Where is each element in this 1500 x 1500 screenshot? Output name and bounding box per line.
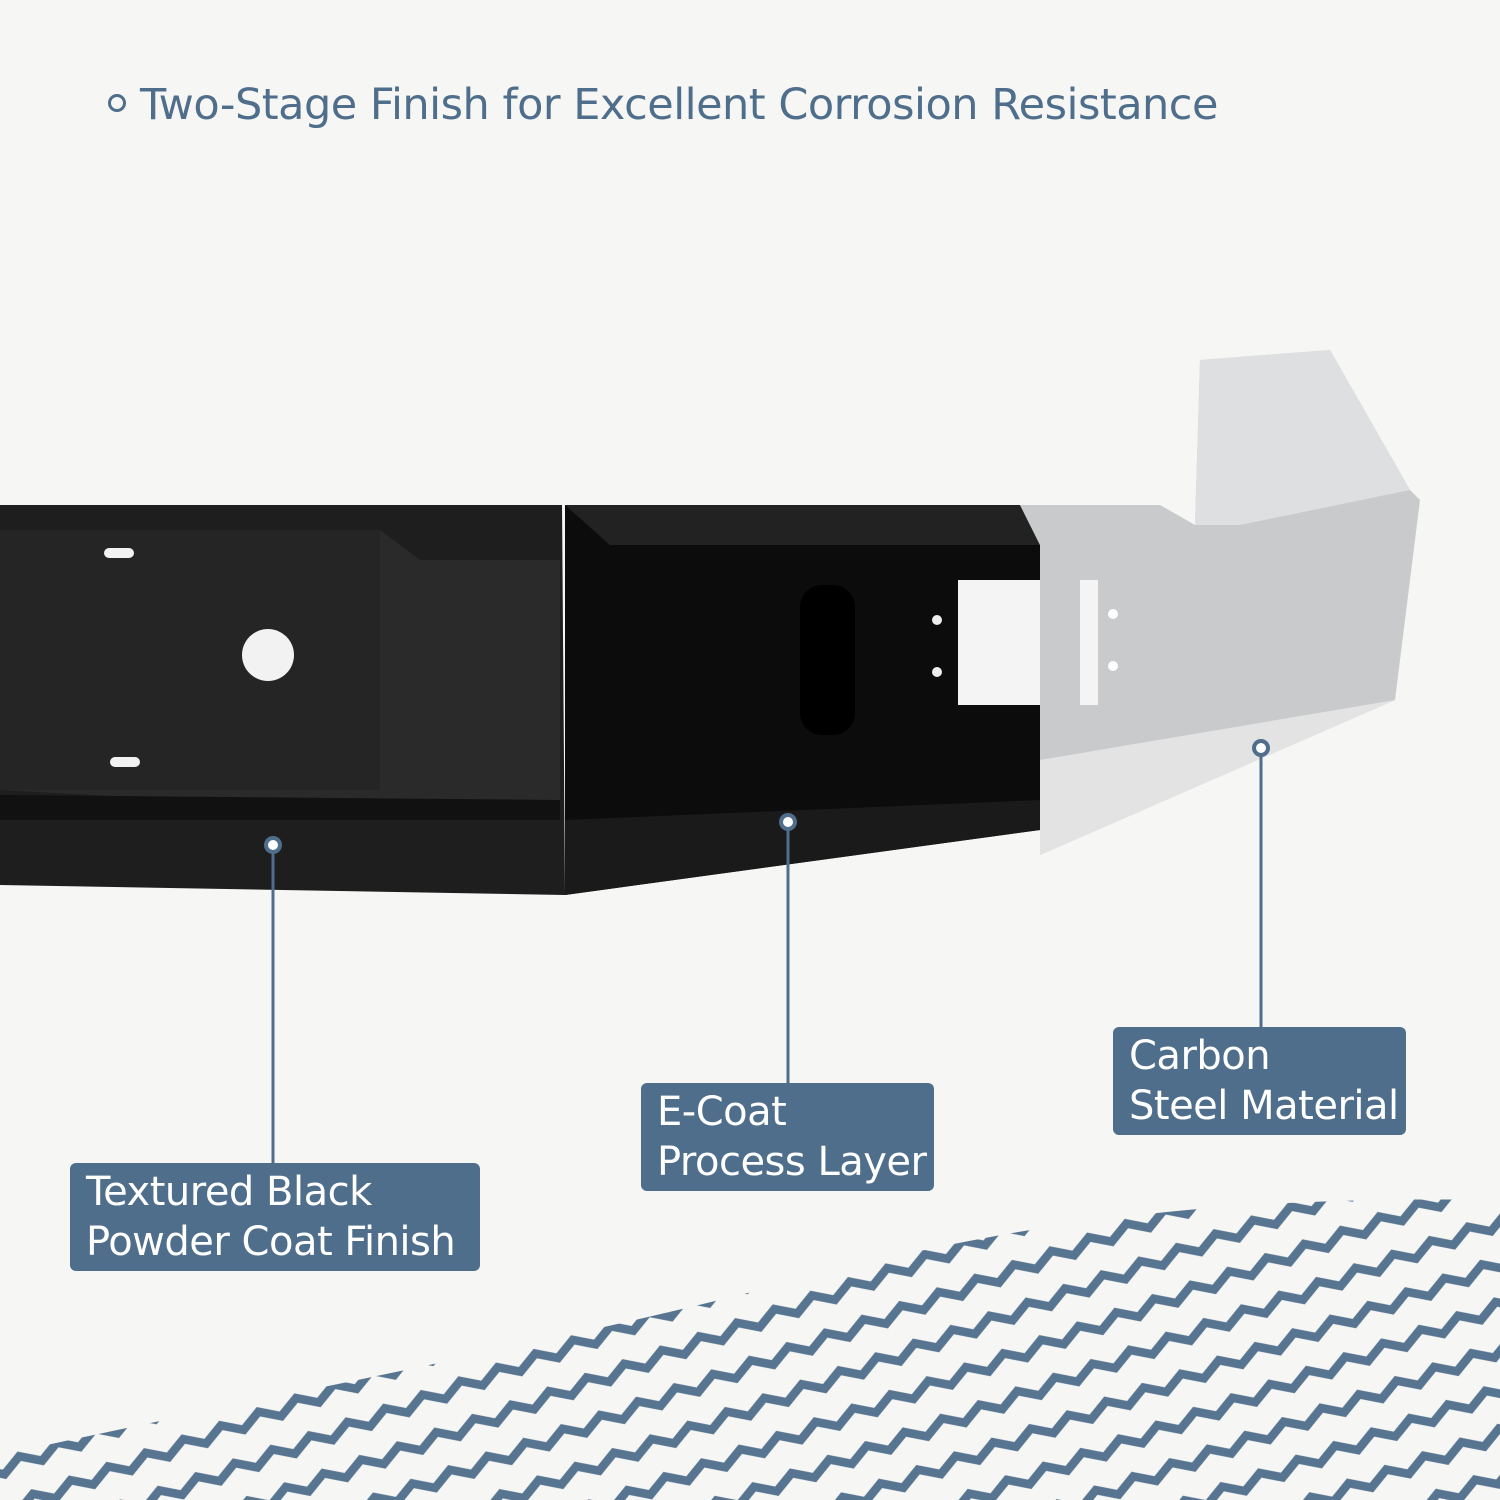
carbon-steel-section: [1020, 350, 1420, 855]
callout-carbon-steel: Carbon Steel Material: [1113, 1027, 1406, 1135]
callout-pointer-1: [264, 836, 282, 1165]
callout-pointer-3: [1252, 739, 1270, 1028]
bullet-circle-icon: [108, 93, 126, 112]
callout-pointer-2: [779, 813, 797, 1085]
headline: Two-Stage Finish for Excellent Corrosion…: [108, 80, 1218, 130]
callout-line-2: Powder Coat Finish: [86, 1219, 456, 1265]
callout-ecoat: E-Coat Process Layer: [641, 1083, 934, 1191]
callout-line-2: Process Layer: [657, 1139, 927, 1185]
tire-track-graphic: [0, 1199, 1500, 1500]
powder-coat-section: [0, 505, 565, 895]
callout-line-1: Textured Black: [86, 1169, 372, 1215]
callout-powder-coat: Textured Black Powder Coat Finish: [70, 1163, 480, 1271]
headline-text: Two-Stage Finish for Excellent Corrosion…: [140, 80, 1218, 130]
callout-line-1: E-Coat: [657, 1089, 787, 1135]
callout-line-1: Carbon: [1129, 1033, 1271, 1079]
callout-line-2: Steel Material: [1129, 1083, 1399, 1129]
ecoat-section: [565, 505, 1098, 895]
